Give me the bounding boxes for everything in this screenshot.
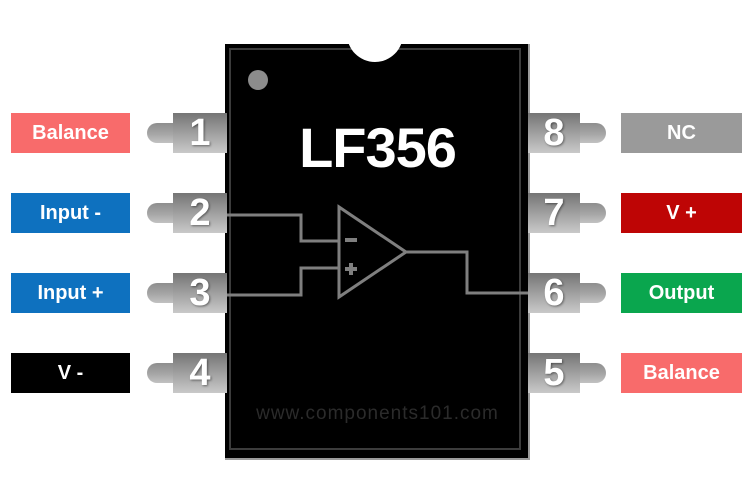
pin-5: 5 <box>528 353 608 393</box>
pin-6-number: 6 <box>543 272 565 314</box>
pin-label-7-v-plus: V + <box>621 193 742 233</box>
pin-label-2-input-minus: Input - <box>11 193 130 233</box>
pin-8: 8 <box>528 113 608 153</box>
pin-4: 4 <box>147 353 227 393</box>
pin-label-8-nc: NC <box>621 113 742 153</box>
pin-3-number: 3 <box>189 272 211 314</box>
pin-1-number: 1 <box>189 112 211 154</box>
pin-5-number: 5 <box>543 352 565 394</box>
pin-label-3-input-plus: Input + <box>11 273 130 313</box>
watermark: www.components101.com <box>256 403 499 424</box>
pin-1: 1 <box>147 113 227 153</box>
pin-2: 2 <box>147 193 227 233</box>
pin-4-body: 4 <box>173 353 227 393</box>
chip-inner-border <box>229 48 521 450</box>
pin1-indicator-dot <box>248 70 268 90</box>
pin-7: 7 <box>528 193 608 233</box>
pin-8-body: 8 <box>528 113 580 153</box>
pin-6-body: 6 <box>528 273 580 313</box>
pin-7-number: 7 <box>543 192 565 234</box>
pin-3-body: 3 <box>173 273 227 313</box>
pin-7-body: 7 <box>528 193 580 233</box>
chip-title: LF356 <box>299 116 457 179</box>
pin-label-1-balance: Balance <box>11 113 130 153</box>
pin-1-body: 1 <box>173 113 227 153</box>
pin-label-6-output: Output <box>621 273 742 313</box>
pin-2-number: 2 <box>189 192 211 234</box>
pin-3: 3 <box>147 273 227 313</box>
chip-body <box>225 44 530 460</box>
pin-2-body: 2 <box>173 193 227 233</box>
pin-5-body: 5 <box>528 353 580 393</box>
pin-6: 6 <box>528 273 608 313</box>
pin-8-number: 8 <box>543 112 565 154</box>
pin-label-4-v-minus: V - <box>11 353 130 393</box>
pin-4-number: 4 <box>189 352 211 394</box>
pin-label-5-balance: Balance <box>621 353 742 393</box>
chip-notch <box>347 6 403 62</box>
